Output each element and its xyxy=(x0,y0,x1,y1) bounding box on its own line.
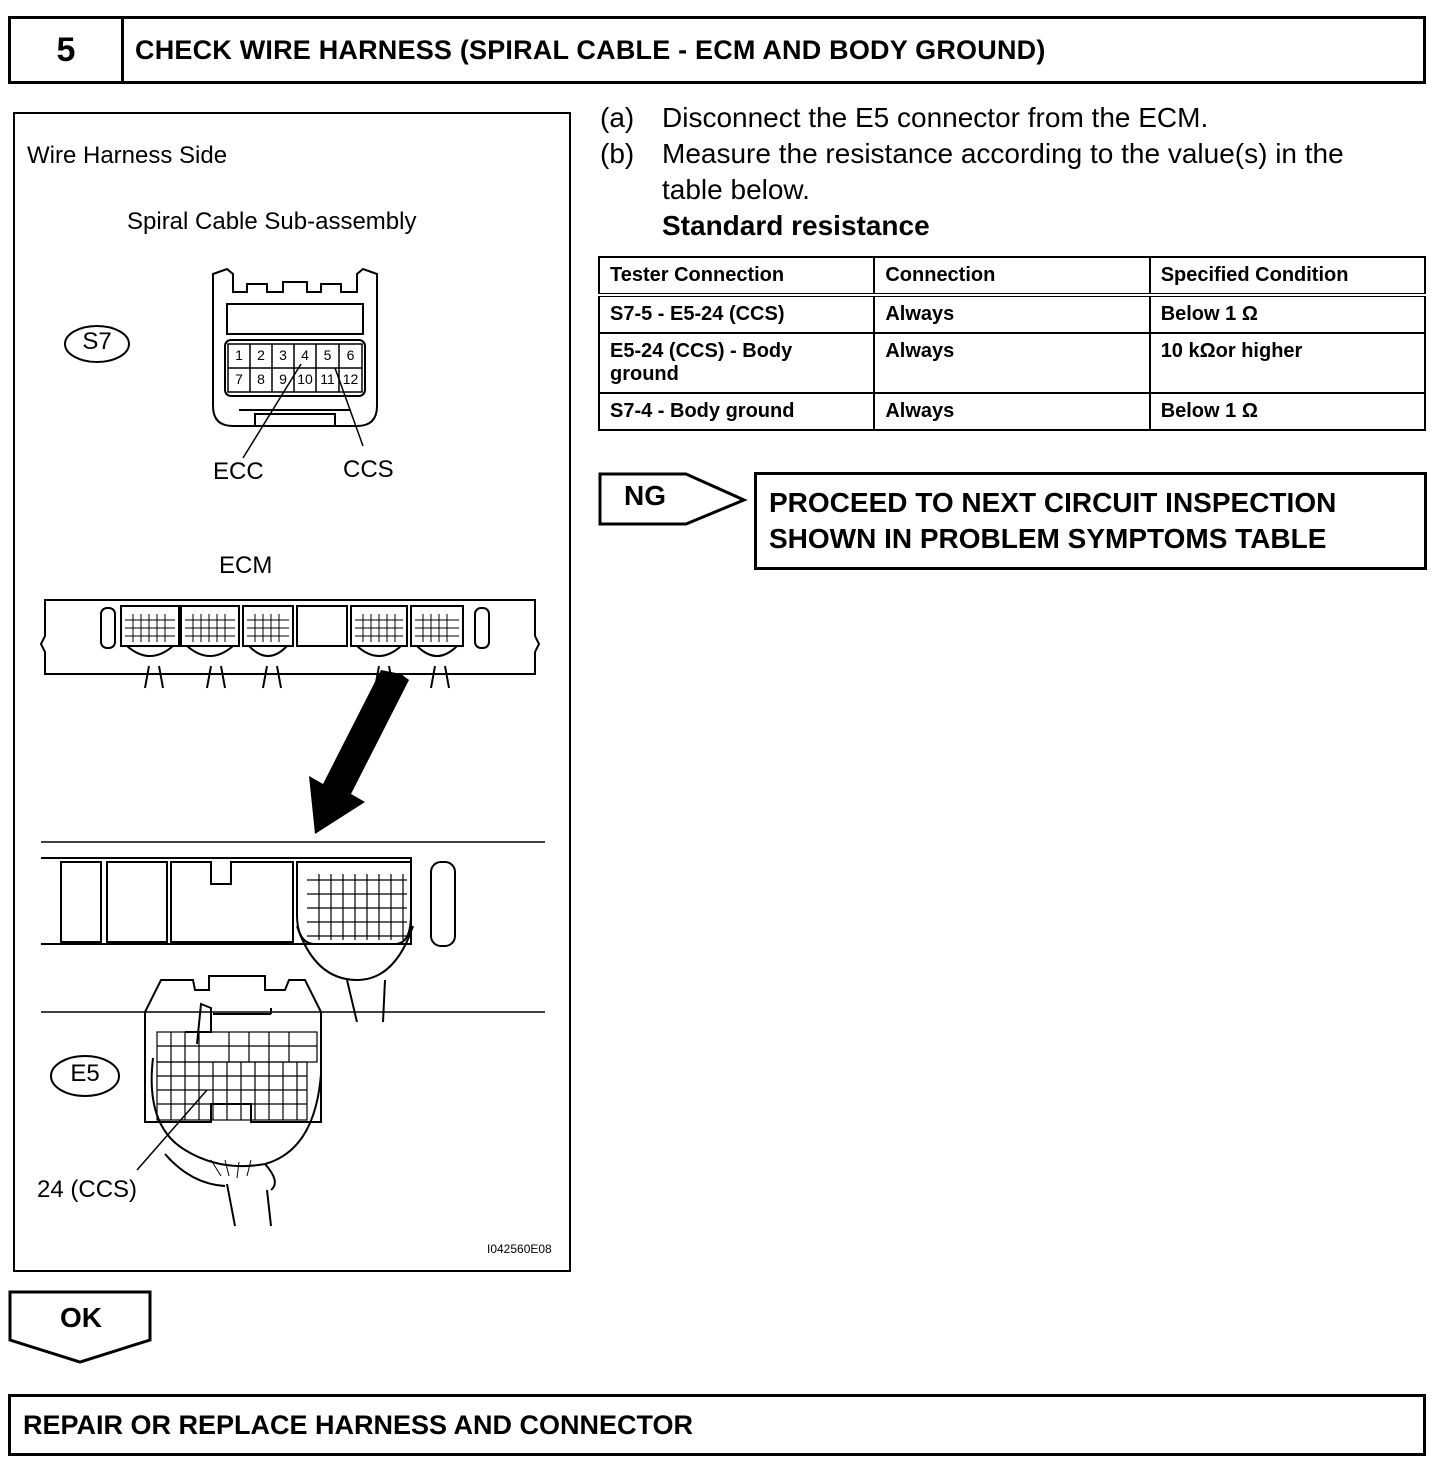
table-cell: Always xyxy=(873,332,1151,394)
table-cell: Always xyxy=(873,294,1151,334)
s7-pin: 12 xyxy=(342,371,359,387)
ng-result-box: PROCEED TO NEXT CIRCUIT INSPECTION SHOWN… xyxy=(754,472,1427,570)
figure-subheading: Spiral Cable Sub-assembly xyxy=(127,208,417,235)
ng-label: NG xyxy=(624,480,666,511)
connector-s7-label: S7 xyxy=(82,328,112,355)
s7-pin: 6 xyxy=(346,347,355,363)
step-number: 5 xyxy=(11,19,124,81)
s7-pin: 7 xyxy=(235,371,243,387)
instruction-a-text: Disconnect the E5 connector from the ECM… xyxy=(662,102,1209,133)
ng-tag: NG xyxy=(598,472,748,528)
s7-pin: 5 xyxy=(323,347,332,363)
resistance-table: Tester Connection Connection Specified C… xyxy=(597,256,1427,431)
standard-row: Standard resistance xyxy=(600,208,1430,244)
ng-arrow-shape xyxy=(598,472,748,526)
table-cell: E5-24 (CCS) - Body ground xyxy=(597,332,876,394)
ecc-label: ECC xyxy=(213,458,264,485)
table-cell: Always xyxy=(873,392,1151,431)
ok-label: OK xyxy=(60,1302,102,1333)
table-row: S7-4 - Body ground Always Below 1 Ω xyxy=(597,392,1427,431)
connector-e5-label: E5 xyxy=(70,1060,100,1087)
table-cell: 10 kΩor higher xyxy=(1148,332,1427,394)
final-action-box: REPAIR OR REPLACE HARNESS AND CONNECTOR xyxy=(8,1394,1426,1456)
step-title: CHECK WIRE HARNESS (SPIRAL CABLE - ECM A… xyxy=(135,34,1046,65)
ok-tag: OK xyxy=(8,1290,154,1364)
s7-pin-grid xyxy=(227,343,363,393)
s7-pin: 3 xyxy=(279,347,287,363)
figure-id: I042560E08 xyxy=(487,1242,552,1256)
table-cell: S7-4 - Body ground xyxy=(597,392,876,431)
instruction-a-label: (a) xyxy=(600,102,635,133)
ng-result-line-2: SHOWN IN PROBLEM SYMPTOMS TABLE xyxy=(769,523,1327,554)
ok-arrow-shape xyxy=(8,1290,152,1364)
instruction-b: (b) Measure the resistance according to … xyxy=(600,136,1430,172)
step-header: 5 CHECK WIRE HARNESS (SPIRAL CABLE - ECM… xyxy=(8,16,1426,84)
s7-pins-top: 1 2 3 4 5 6 xyxy=(228,347,362,363)
standard-resistance-heading: Standard resistance xyxy=(662,210,930,241)
pin-24-label: 24 (CCS) xyxy=(37,1176,138,1203)
table-cell: Below 1 Ω xyxy=(1148,392,1427,431)
s7-pins-bottom: 7 8 9 10 11 12 xyxy=(228,371,362,387)
s7-pin: 2 xyxy=(257,347,265,363)
indent xyxy=(600,172,662,208)
table-cell: S7-5 - E5-24 (CCS) xyxy=(597,294,876,334)
instruction-a: (a) Disconnect the E5 connector from the… xyxy=(600,100,1430,136)
indent xyxy=(600,208,662,244)
ng-result-line-1: PROCEED TO NEXT CIRCUIT INSPECTION xyxy=(769,487,1337,518)
wiring-figure: Wire Harness Side Spiral Cable Sub-assem… xyxy=(13,112,571,1272)
table-header: Specified Condition xyxy=(1148,256,1427,297)
instructions: (a) Disconnect the E5 connector from the… xyxy=(600,100,1430,244)
s7-pin: 11 xyxy=(320,371,335,387)
table-row: E5-24 (CCS) - Body ground Always 10 kΩor… xyxy=(597,332,1427,394)
connector-drawing xyxy=(39,267,545,1227)
table-header: Connection xyxy=(873,256,1151,297)
s7-pin: 4 xyxy=(301,347,309,363)
s7-pin: 8 xyxy=(257,371,265,387)
table-cell: Below 1 Ω xyxy=(1148,294,1427,334)
instruction-b-cont: table below. xyxy=(600,172,1430,208)
s7-pin: 9 xyxy=(279,371,287,387)
table-row: S7-5 - E5-24 (CCS) Always Below 1 Ω xyxy=(597,294,1427,334)
ccs-label: CCS xyxy=(343,456,394,483)
instruction-b-label: (b) xyxy=(600,138,635,169)
figure-heading: Wire Harness Side xyxy=(27,142,228,169)
s7-pin: 1 xyxy=(235,347,243,363)
s7-pin: 10 xyxy=(297,371,313,387)
instruction-b-text: Measure the resistance according to the … xyxy=(662,138,1344,169)
table-header: Tester Connection xyxy=(597,256,876,297)
final-action-text: REPAIR OR REPLACE HARNESS AND CONNECTOR xyxy=(23,1409,694,1440)
table-header-row: Tester Connection Connection Specified C… xyxy=(597,256,1427,297)
instruction-b-text-2: table below. xyxy=(662,174,810,205)
ecm-label: ECM xyxy=(219,552,273,579)
